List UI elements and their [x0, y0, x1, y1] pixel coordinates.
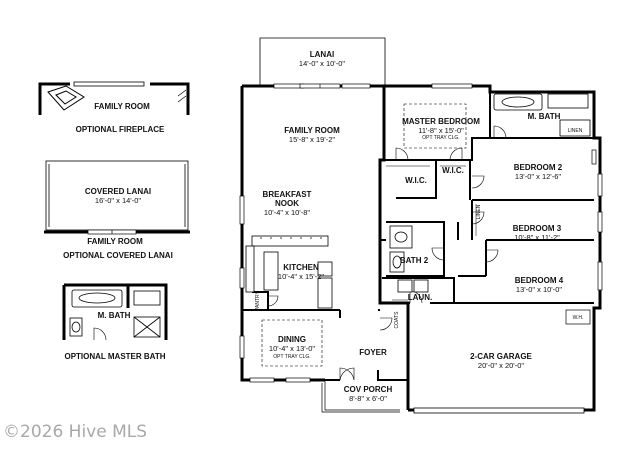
garage-dims: 20'-0" x 20'-0": [478, 361, 524, 370]
lanai-outline: [259, 37, 386, 85]
covered-lanai-label: COVERED LANAI: [85, 187, 151, 196]
bedroom-2-label: BEDROOM 2: [514, 163, 563, 172]
covered-lanai-room-label: FAMILY ROOM: [87, 237, 143, 246]
kitchen-label: KITCHEN: [283, 263, 319, 272]
m-bath-label: M. BATH: [528, 112, 561, 121]
optional-master-bath-detail: M. BATH OPTIONAL MASTER BATH: [62, 283, 168, 361]
fireplace-side-marks: [177, 89, 187, 103]
family-room-dims: 15'-8" x 19'-2": [289, 135, 335, 144]
garage-door: [413, 407, 585, 414]
coats-label: COATS: [394, 311, 400, 329]
optional-master-bath-caption: OPTIONAL MASTER BATH: [64, 352, 165, 361]
watermark: ©2026 Hive MLS: [3, 422, 147, 442]
interior-walls: [242, 92, 594, 381]
master-bedroom-label: MASTER BEDROOM: [402, 117, 480, 126]
breakfast-nook-label: BREAKFAST: [263, 190, 312, 199]
master-bath-fixtures: [69, 289, 161, 338]
water-heater-label: W.H.: [573, 315, 584, 321]
optional-fireplace-detail: FAMILY ROOM OPTIONAL FIREPLACE: [38, 81, 190, 134]
master-tray-ceiling: [403, 103, 467, 149]
master-bath-walls: [62, 283, 168, 340]
foyer-label: FOYER: [359, 348, 387, 357]
breakfast-nook-label-2: NOOK: [275, 199, 299, 208]
cov-porch-label: COV PORCH: [344, 385, 393, 394]
master-bath-door: [93, 327, 107, 341]
master-bedroom-dims: 11'-8" x 15'-0": [418, 126, 464, 135]
covered-lanai-door: [87, 229, 137, 235]
windows: [239, 83, 603, 383]
fireplace-icon: [47, 85, 85, 111]
cov-porch-dims: 8'-8" x 6'-0": [349, 394, 387, 403]
closet-shelves: [386, 165, 477, 301]
covered-lanai-dims: 16'-0" x 14'-0": [95, 196, 141, 205]
wic-1-label: W.I.C.: [405, 176, 427, 185]
porch-railing: [321, 380, 400, 413]
water-heater-box: [565, 309, 591, 325]
lanai-label: LANAI: [310, 50, 334, 59]
bedroom-3-label: BEDROOM 3: [513, 224, 562, 233]
dining-dims: 10'-4" x 13'-0": [269, 344, 315, 353]
master-bath-fixtures-main: [493, 93, 591, 137]
master-bath-label: M. BATH: [98, 311, 131, 320]
lanai-slider: [299, 83, 341, 89]
pantry-label: PANTRY: [255, 290, 261, 310]
garage-label: 2-CAR GARAGE: [470, 352, 532, 361]
laundry-appliances: [397, 279, 429, 293]
linen-1-label: LINEN: [568, 128, 583, 134]
lanai-dims: 14'-0" x 10'-0": [299, 59, 345, 68]
bedroom-4-dims: 13'-0" x 10'-0": [516, 285, 562, 294]
breakfast-nook-dims: 10'-4" x 10'-8": [264, 208, 310, 217]
bath-2-fixtures: [389, 225, 413, 273]
fireplace-walls: [38, 82, 190, 115]
laundry-label: LAUN.: [408, 293, 432, 302]
optional-fireplace-caption: OPTIONAL FIREPLACE: [76, 125, 165, 134]
room-labels: LANAI 14'-0" x 10'-0" FAMILY ROOM 15'-8"…: [255, 50, 583, 403]
doors: [267, 125, 507, 381]
optional-covered-lanai-detail: COVERED LANAI 16'-0" x 14'-0" FAMILY ROO…: [44, 160, 190, 260]
bedroom-2-dims: 13'-0" x 12'-6": [515, 172, 561, 181]
fireplace-window: [73, 81, 145, 87]
kitchen-dims: 10'-4" x 15'-2": [278, 272, 324, 281]
kitchen-counters: [245, 235, 333, 309]
optional-covered-lanai-caption: OPTIONAL COVERED LANAI: [63, 251, 173, 260]
dining-tray-ceiling: [261, 319, 323, 367]
wic-2-label: W.I.C.: [442, 166, 464, 175]
bedroom-3-dims: 10'-8" x 11'-2": [514, 233, 560, 242]
linen-2-label: LINEN: [476, 204, 482, 219]
bath-2-label: BATH 2: [400, 256, 429, 265]
main-floor-plan: [239, 37, 603, 414]
family-room-label: FAMILY ROOM: [284, 126, 340, 135]
bedroom-4-label: BEDROOM 4: [515, 276, 564, 285]
master-bedroom-note: OPT TRAY CLG.: [422, 135, 459, 141]
fireplace-room-label: FAMILY ROOM: [94, 102, 150, 111]
dining-label: DINING: [278, 335, 306, 344]
dining-note: OPT TRAY CLG.: [273, 354, 310, 360]
